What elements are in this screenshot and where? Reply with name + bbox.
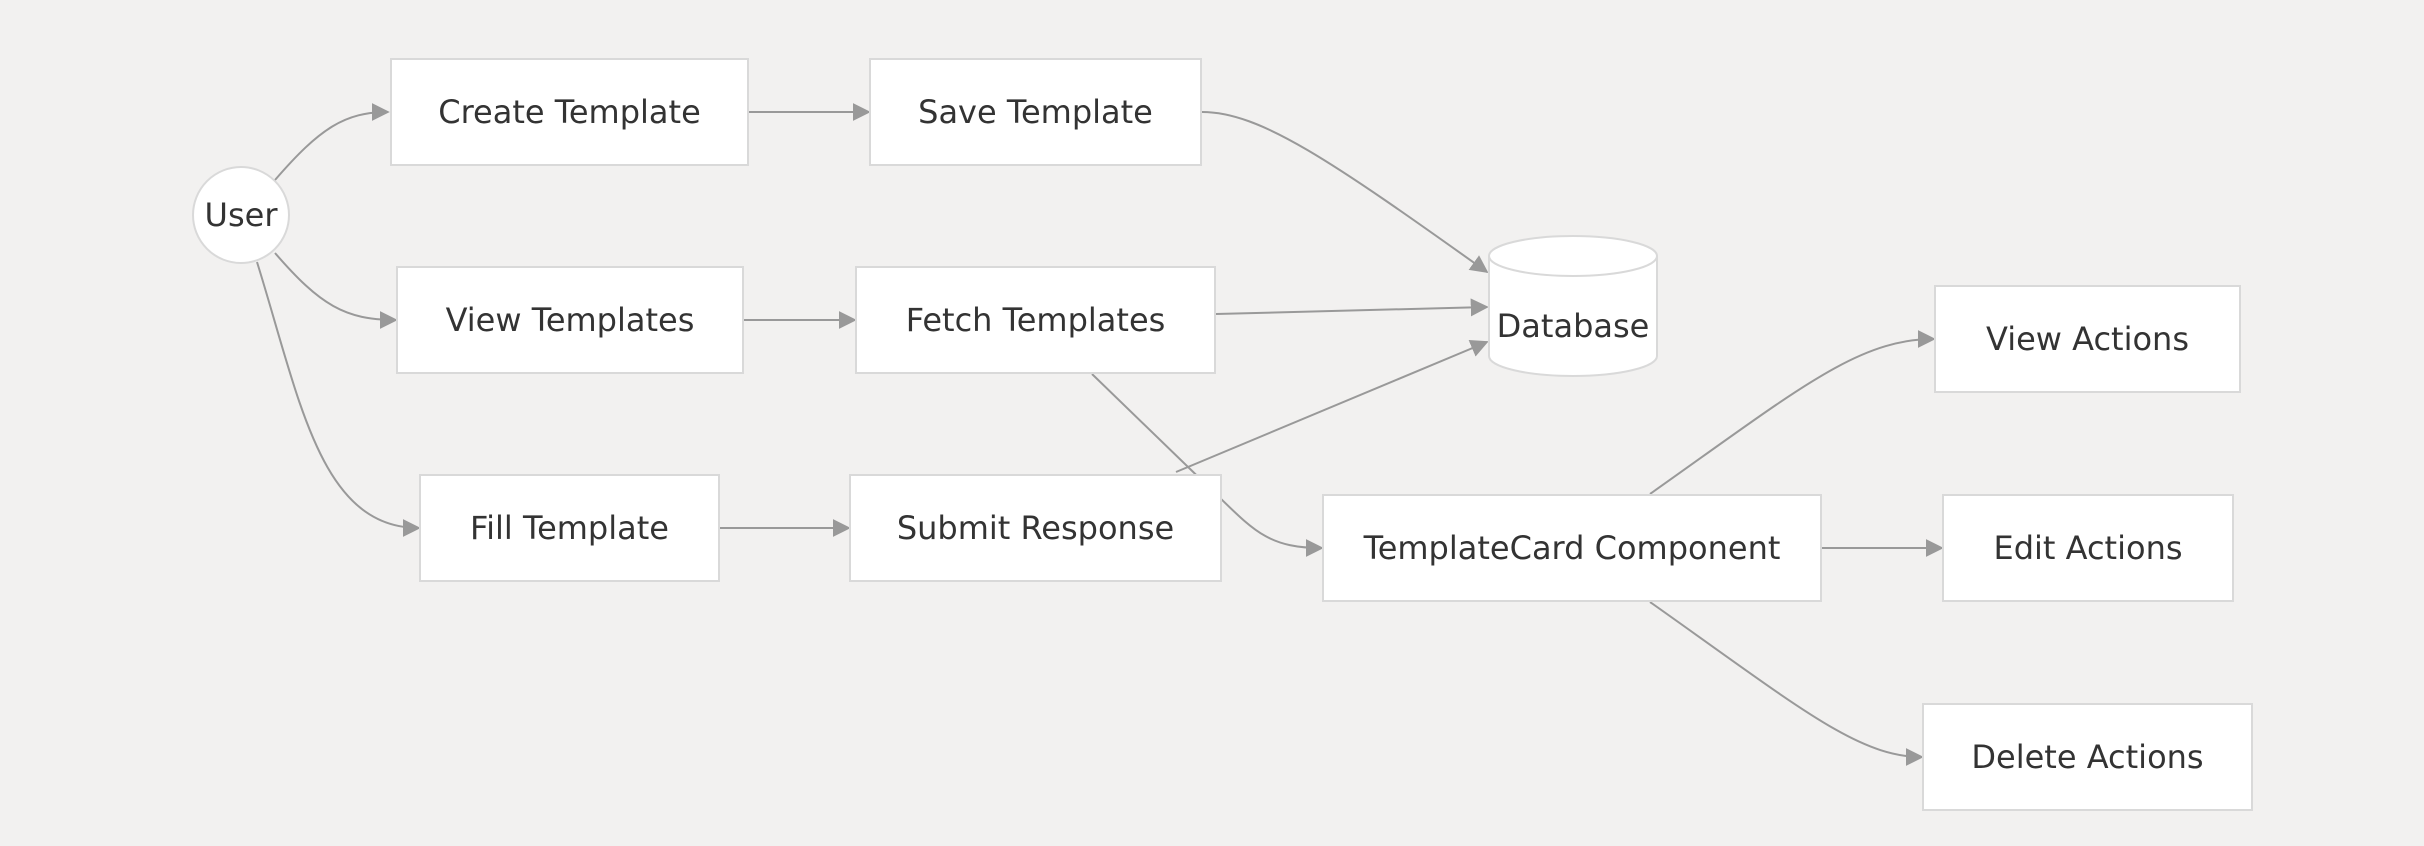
view-templates-node: View Templates: [396, 266, 744, 374]
save-template-node: Save Template: [869, 58, 1202, 166]
database-label-box: Database: [1489, 282, 1657, 370]
edge-user-view-templates: [274, 252, 398, 329]
edge-user-create-template: [274, 103, 390, 181]
edit-actions-node: Edit Actions: [1942, 494, 2234, 602]
fill-template-node: Fill Template: [419, 474, 720, 582]
user-label: User: [204, 196, 278, 234]
user-node: User: [192, 166, 290, 264]
edge-templatecard-view-actions: [1649, 330, 1936, 495]
edge-fetch-database: [1215, 298, 1489, 317]
delete-actions-label: Delete Actions: [1971, 738, 2204, 776]
create-template-label: Create Template: [438, 93, 701, 131]
fetch-templates-label: Fetch Templates: [905, 301, 1166, 339]
submit-response-label: Submit Response: [896, 509, 1175, 547]
fetch-templates-node: Fetch Templates: [855, 266, 1216, 374]
edge-save-database: [1201, 111, 1489, 274]
edge-user-fill-template: [256, 261, 421, 537]
delete-actions-node: Delete Actions: [1922, 703, 2253, 811]
edit-actions-label: Edit Actions: [1993, 529, 2183, 567]
database-label: Database: [1496, 307, 1650, 345]
create-template-node: Create Template: [390, 58, 749, 166]
edge-submit-database: [1175, 339, 1489, 473]
submit-response-node: Submit Response: [849, 474, 1222, 582]
database-node: [1488, 235, 1658, 377]
save-template-label: Save Template: [918, 93, 1153, 131]
fill-template-label: Fill Template: [470, 509, 669, 547]
edge-fetch-templatecard: [1091, 373, 1324, 557]
templatecard-component-node: TemplateCard Component: [1322, 494, 1822, 602]
templatecard-component-label: TemplateCard Component: [1363, 529, 1781, 567]
view-actions-node: View Actions: [1934, 285, 2241, 393]
edge-templatecard-delete-actions: [1649, 601, 1924, 766]
view-templates-label: View Templates: [445, 301, 695, 339]
view-actions-label: View Actions: [1986, 320, 2189, 358]
